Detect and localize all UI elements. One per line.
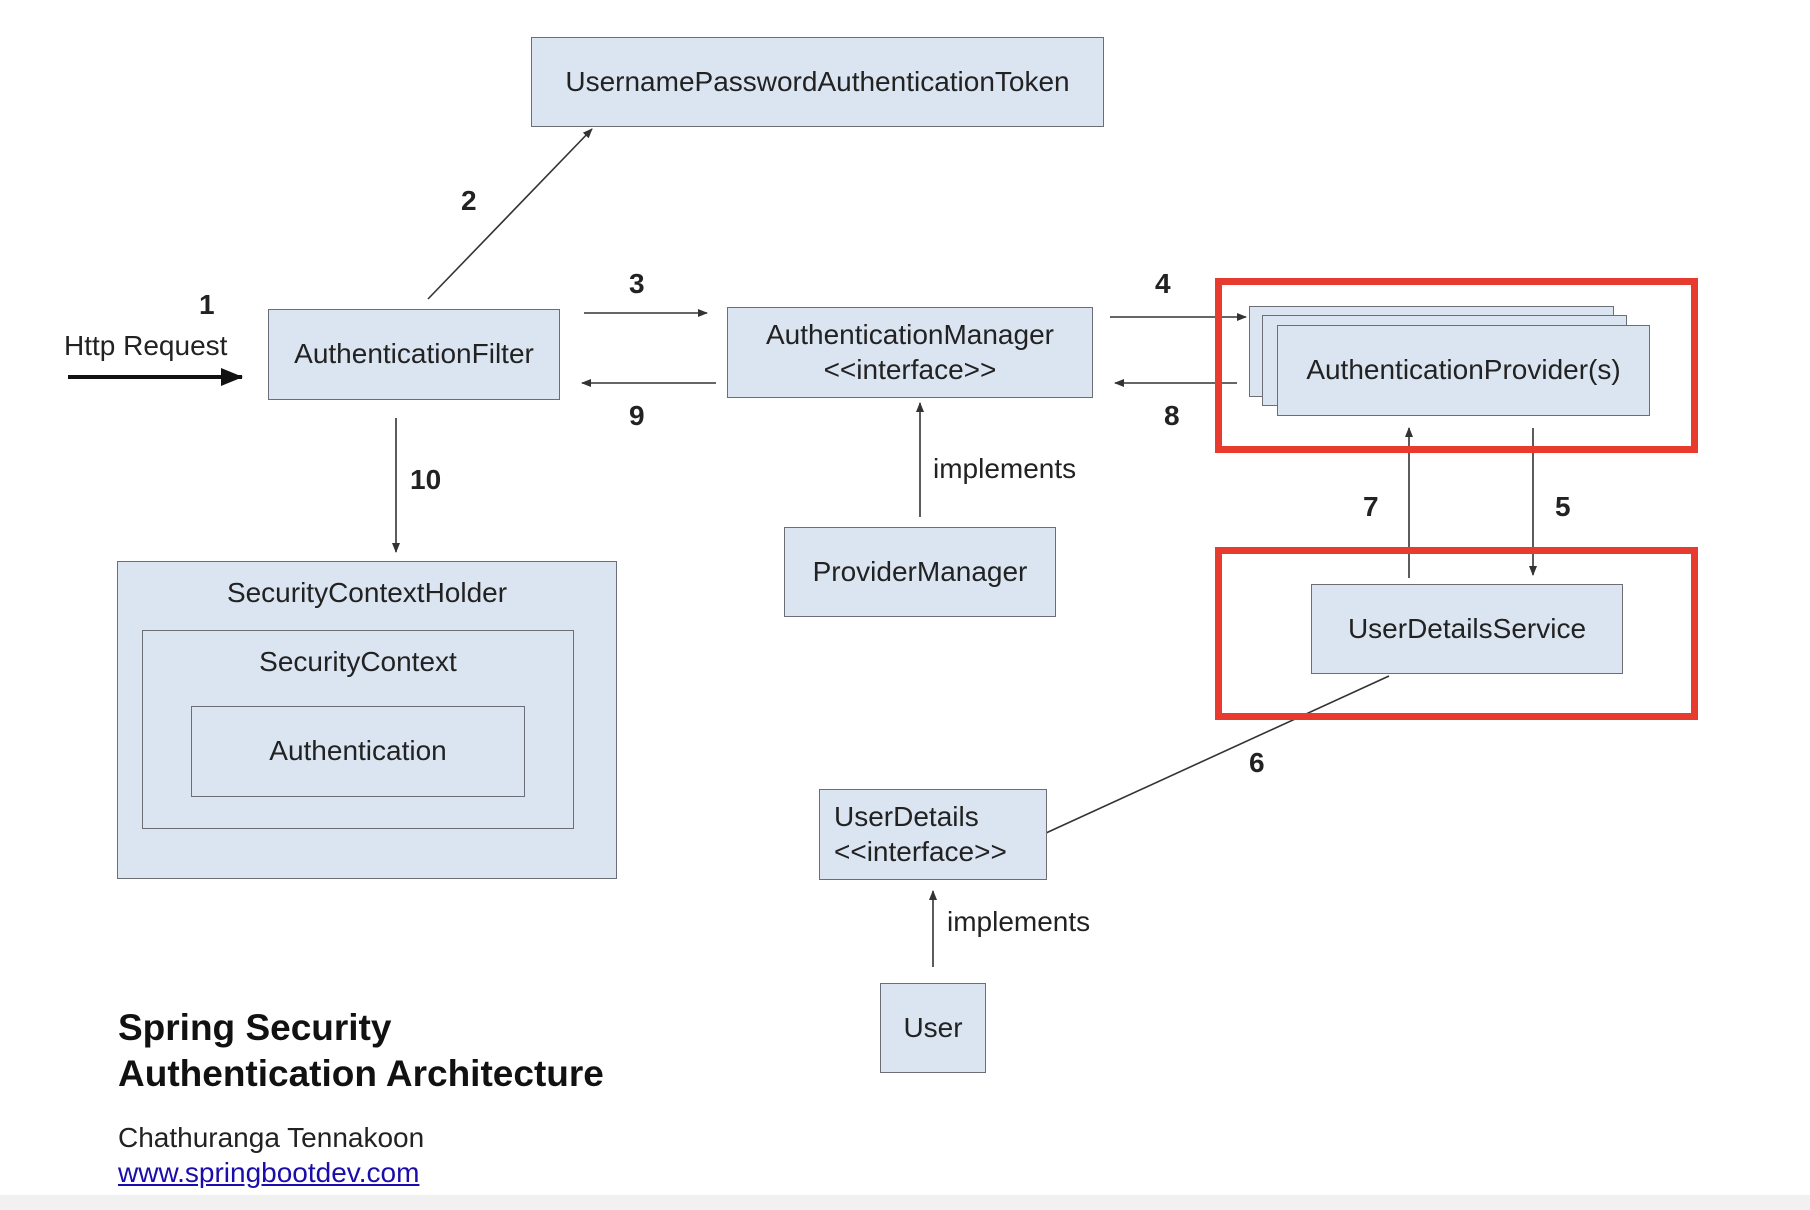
step-3-number: 3 [629,268,645,299]
user-details-label: UserDetails <<interface>> [834,801,1007,867]
authentication-providers-box: AuthenticationProvider(s) [1277,325,1650,416]
username-password-token-label: UsernamePasswordAuthenticationToken [565,65,1070,97]
security-context-label: SecurityContext [259,646,457,677]
authentication-manager-box: AuthenticationManager <<interface>> [727,307,1093,398]
http-request-label: Http Request [64,330,228,361]
provider-manager-label: ProviderManager [812,555,1028,587]
step-9-number: 9 [629,400,645,431]
step-5-number: 5 [1555,491,1571,522]
step-8-number: 8 [1164,400,1180,431]
website-link[interactable]: www.springbootdev.com [118,1157,420,1188]
step-6-number: 6 [1249,747,1265,778]
step-2-number: 2 [461,185,477,216]
authentication-filter-label: AuthenticationFilter [294,338,534,370]
step-10-number: 10 [410,464,442,495]
footer-band [0,1195,1810,1210]
user-details-box: UserDetails <<interface>> [819,789,1047,880]
provider-manager-box: ProviderManager [784,527,1056,617]
user-details-service-label: UserDetailsService [1347,612,1587,644]
diagram-title: Spring Security Authentication Architect… [118,1005,604,1098]
line-6-service-to-userdetails [1045,675,1390,834]
authentication-label: Authentication [269,735,447,767]
step-1-number: 1 [199,289,215,320]
providers-highlight-frame [1215,278,1698,453]
authentication-manager-label: AuthenticationManager <<interface>> [766,319,1054,385]
step-7-number: 7 [1363,491,1379,522]
diagram-title-line-1: Spring Security [118,1007,392,1048]
author-name: Chathuranga Tennakoon [118,1122,425,1153]
user-box: User [880,983,986,1073]
implements-user-label: implements [947,906,1091,937]
user-details-service-box: UserDetailsService [1311,584,1623,674]
security-context-holder-label: SecurityContextHolder [226,577,508,608]
authentication-box: Authentication [191,706,525,797]
diagram-title-line-2: Authentication Architecture [118,1053,604,1095]
authentication-filter-box: AuthenticationFilter [268,309,560,400]
authentication-providers-label: AuthenticationProvider(s) [1306,354,1621,386]
arrow-2-filter-to-token [427,128,593,300]
step-4-number: 4 [1155,268,1171,299]
username-password-token-box: UsernamePasswordAuthenticationToken [531,37,1104,127]
user-details-service-highlight-frame [1215,547,1698,720]
implements-manager-label: implements [933,453,1077,484]
user-label: User [903,1011,963,1043]
